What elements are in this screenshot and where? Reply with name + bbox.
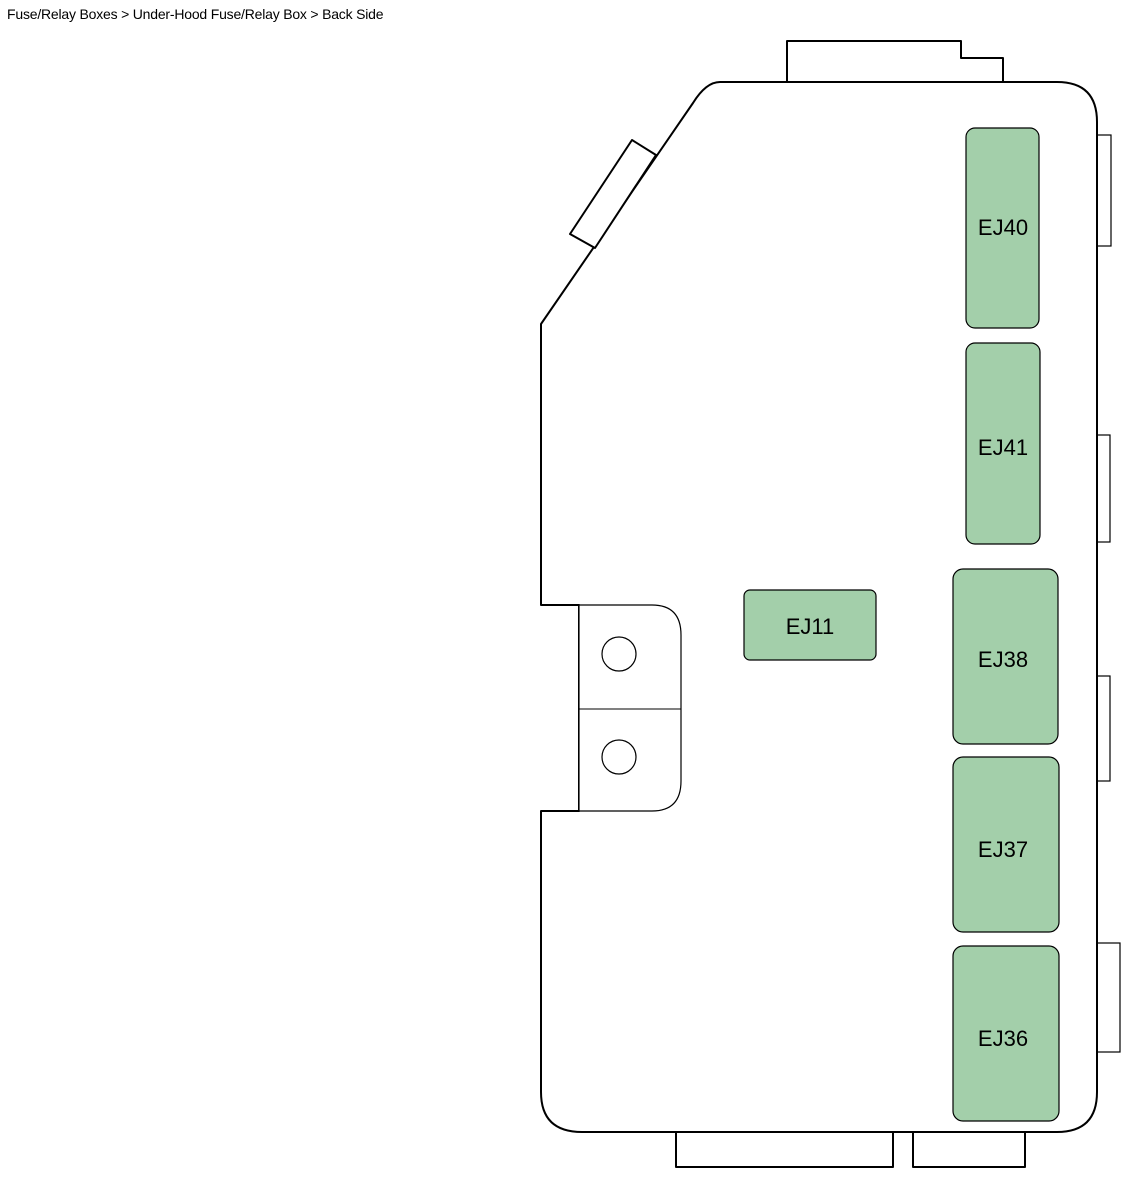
fuse-ej38-label: EJ38 (978, 647, 1028, 672)
mounting-hole-lower (601, 739, 637, 775)
fuse-ej40-body (965, 127, 1040, 329)
fuse-ej37[interactable]: EJ37 (952, 756, 1060, 933)
fuse-ej11-label: EJ11 (786, 614, 835, 639)
fuse-ej37-label: EJ37 (978, 837, 1028, 862)
fuse-ej40[interactable]: EJ40 (965, 127, 1040, 329)
fuse-ej37-body (952, 756, 1060, 933)
bottom-connector-tab-left (675, 1132, 894, 1168)
fuse-ej41-body (965, 342, 1041, 545)
mounting-hole-upper (601, 636, 637, 672)
fuse-ej41-label: EJ41 (978, 435, 1028, 460)
top-connector-tab (786, 40, 1004, 84)
fuse-ej38-body (952, 568, 1059, 745)
mounting-bracket (578, 604, 682, 812)
fuse-ej36-label: EJ36 (978, 1026, 1028, 1051)
right-side-tab-4 (1094, 942, 1121, 1053)
fuse-ej11-body (743, 589, 877, 661)
fuse-ej38[interactable]: EJ38 (952, 568, 1059, 745)
side-clip (569, 139, 657, 249)
breadcrumb: Fuse/Relay Boxes > Under-Hood Fuse/Relay… (7, 6, 384, 22)
fuse-ej41[interactable]: EJ41 (965, 342, 1041, 545)
fuse-ej36-body (952, 945, 1060, 1122)
bottom-connector-tab-right (912, 1132, 1026, 1168)
fuse-ej36[interactable]: EJ36 (952, 945, 1060, 1122)
fuse-ej40-label: EJ40 (978, 215, 1028, 240)
fuse-ej11[interactable]: EJ11 (743, 589, 877, 661)
